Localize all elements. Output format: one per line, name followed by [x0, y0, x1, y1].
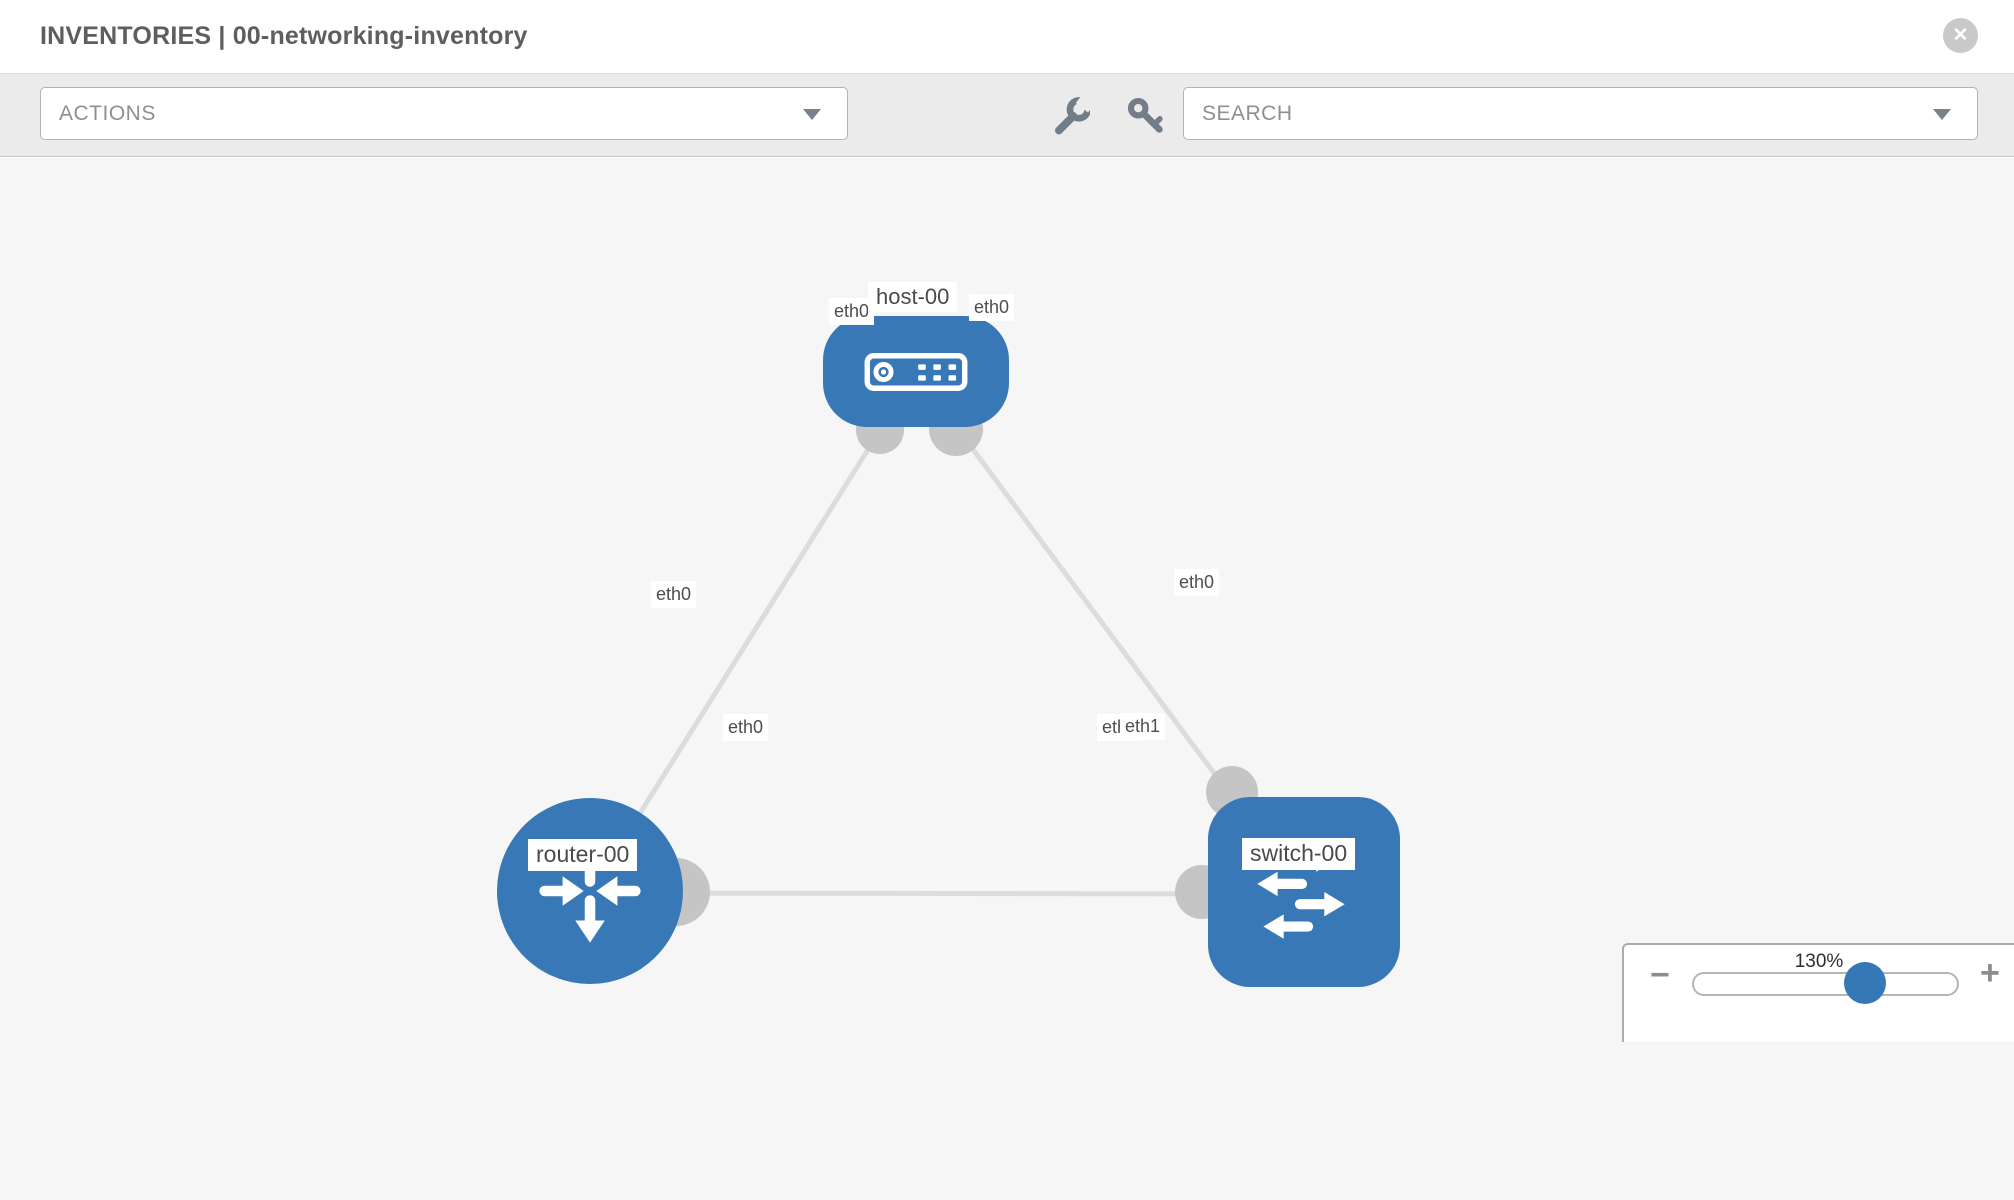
zoom-out-button[interactable]: −: [1650, 956, 1670, 994]
actions-dropdown[interactable]: ACTIONS: [40, 87, 848, 140]
zoom-control-panel: 130% − +: [1622, 943, 2014, 1042]
link-host-router[interactable]: [587, 371, 919, 895]
search-placeholder: SEARCH: [1202, 101, 1293, 125]
zoom-slider-track[interactable]: [1692, 972, 1959, 996]
close-icon[interactable]: [1943, 18, 1978, 53]
node-router-00[interactable]: [497, 798, 683, 984]
interface-label-eth0: eth0: [723, 714, 769, 741]
interface-label-eth0: eth0: [1174, 569, 1220, 596]
node-label-host-00: host-00: [868, 282, 958, 313]
header-bar: INVENTORIES | 00-networking-inventory: [0, 0, 2014, 73]
node-switch-00[interactable]: [1208, 797, 1400, 987]
wrench-icon[interactable]: [1050, 93, 1096, 136]
chevron-down-icon: [1933, 109, 1951, 120]
node-label-router-00: router-00: [528, 839, 638, 871]
server-icon: [864, 352, 968, 391]
zoom-slider-thumb[interactable]: [1844, 962, 1886, 1004]
interface-label-eth0: eth0: [829, 298, 875, 325]
node-host-00[interactable]: [823, 316, 1009, 427]
zoom-in-button[interactable]: +: [1980, 954, 2000, 992]
search-input[interactable]: SEARCH: [1183, 87, 1978, 140]
interface-label-eth0: eth0: [969, 294, 1015, 321]
chevron-down-icon: [803, 109, 821, 120]
page-title: INVENTORIES | 00-networking-inventory: [40, 22, 528, 50]
key-icon[interactable]: [1126, 96, 1166, 136]
actions-dropdown-label: ACTIONS: [59, 101, 156, 125]
node-label-switch-00: switch-00: [1242, 838, 1356, 870]
interface-label-eth0: eth0: [651, 581, 697, 608]
interface-label-eth1: eth1: [1120, 713, 1166, 740]
zoom-level-value: 130%: [1794, 951, 1844, 972]
toolbar: ACTIONS SEARCH: [0, 73, 2014, 157]
